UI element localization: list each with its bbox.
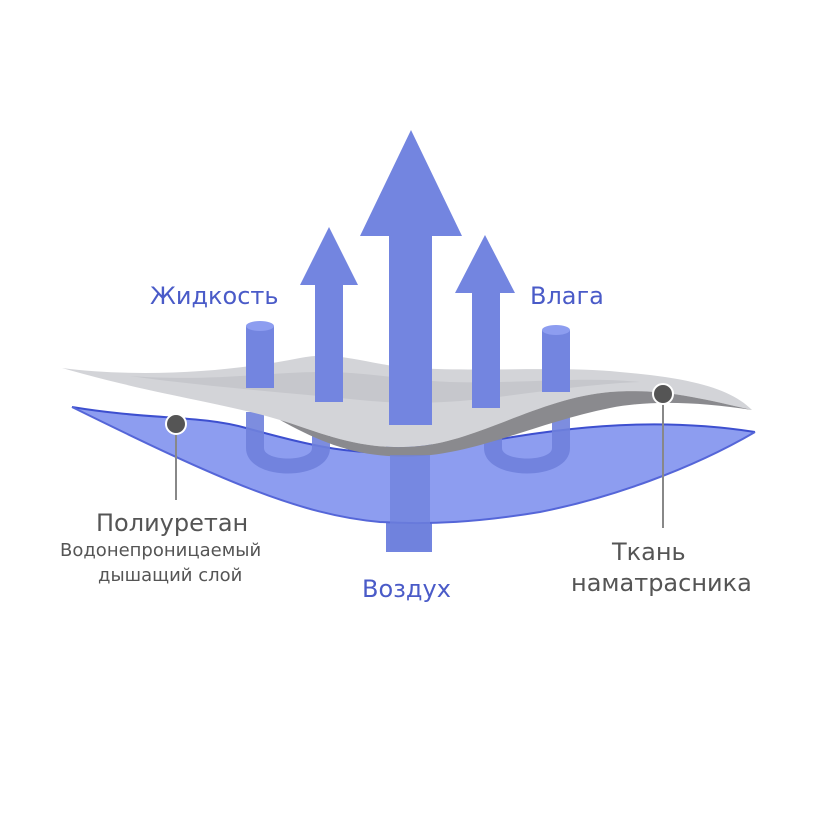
up-arrow-icon [360, 130, 462, 425]
up-arrow-right [455, 235, 515, 408]
leader-pin-icon [652, 383, 674, 405]
air-arrow-lower [390, 455, 430, 550]
moisture-label: Влага [530, 282, 604, 310]
up-arrow-icon [300, 227, 358, 402]
liquid-cylinder-top [246, 321, 274, 331]
liquid-drain-u [246, 412, 330, 474]
fabric-label-line1: Ткань [612, 538, 686, 566]
liquid-label: Жидкость [150, 282, 279, 310]
fabric-label-line2: наматрасника [571, 569, 752, 597]
up-arrow-icon [455, 235, 515, 408]
leader-pin-icon [165, 413, 187, 435]
polyurethane-description-line2: дышащий слой [98, 565, 243, 586]
membrane-bottom-edge [71, 406, 756, 525]
liquid-cylinder [246, 326, 274, 388]
up-arrow-center [360, 130, 462, 425]
up-arrow-left [300, 227, 358, 402]
polyurethane-description-line1: Водонепроницаемый [60, 540, 262, 561]
moisture-cylinder-top [542, 325, 570, 335]
air-label: Воздух [362, 575, 451, 603]
polyurethane-label: Полиуретан [96, 509, 249, 537]
moisture-cylinder [542, 330, 570, 392]
moisture-drain-u [484, 412, 570, 474]
fabric-shadow [280, 391, 752, 457]
